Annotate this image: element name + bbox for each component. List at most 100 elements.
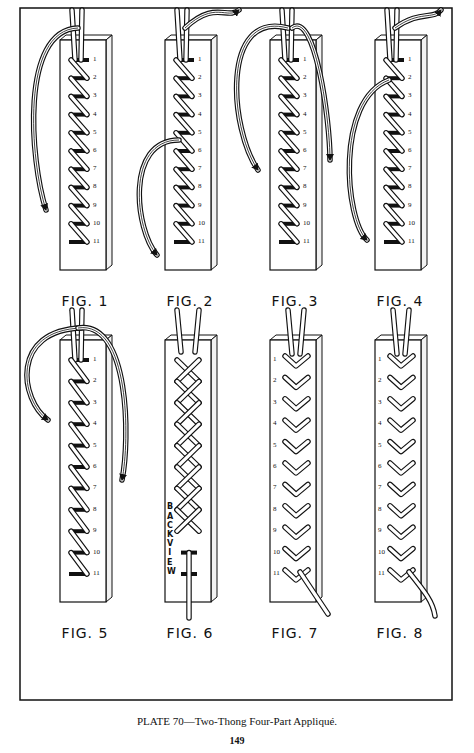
- callout-number: 8: [303, 183, 307, 190]
- thong-fill: [176, 78, 192, 96]
- thong-fill: [176, 151, 192, 169]
- thong-fill: [390, 463, 413, 473]
- thong-end-fill: [300, 572, 328, 614]
- thong-outline: [71, 424, 87, 445]
- thong-fill: [386, 133, 402, 151]
- thong-end-fill: [81, 10, 82, 60]
- thong-end: [186, 553, 192, 618]
- thong-outline: [285, 506, 308, 516]
- thong-end-fill: [195, 310, 199, 352]
- thong-fill: [390, 442, 413, 452]
- callout-number: 10: [93, 549, 100, 556]
- board-top: [270, 35, 322, 40]
- callout-number: 6: [93, 147, 97, 154]
- thong-end-fill: [187, 553, 190, 618]
- thong-outline: [281, 224, 297, 242]
- thong-loop-fill: [349, 80, 389, 240]
- thong-outline: [177, 424, 199, 445]
- thong-end-fill: [405, 310, 409, 354]
- board-side: [211, 35, 217, 270]
- thong-outline: [281, 133, 297, 151]
- callout-number: 1: [198, 56, 202, 63]
- callout-number: 10: [408, 220, 415, 227]
- thong-fill: [285, 399, 308, 409]
- thong-end: [282, 10, 285, 60]
- thong-fill: [285, 484, 308, 494]
- thong-end-fill: [300, 310, 304, 354]
- plate-frame: [20, 8, 452, 700]
- callout-number: 11: [273, 570, 280, 577]
- view-note: BACK VIEW: [167, 502, 173, 576]
- thong-fill: [71, 96, 87, 114]
- callout-number: 1: [303, 56, 307, 63]
- callout-number: 4: [198, 111, 202, 118]
- thong-outline: [177, 446, 199, 467]
- thong-outline: [71, 169, 87, 187]
- callout-number: 2: [198, 74, 202, 81]
- figure-label: FIG. 3: [260, 294, 330, 308]
- thong-fill: [177, 403, 199, 424]
- thong-fill: [71, 446, 87, 467]
- thong-loop-fill: [395, 10, 441, 28]
- thong-fill: [176, 169, 192, 187]
- callout-number: 1: [273, 356, 277, 363]
- thong-outline: [71, 151, 87, 169]
- thong-loop: [395, 10, 441, 28]
- callout-number: 5: [408, 129, 412, 136]
- board-side: [421, 35, 427, 270]
- callout-number: 6: [378, 463, 382, 470]
- thong-outline: [285, 484, 308, 494]
- callout-number: 5: [378, 442, 382, 449]
- page-number: 149: [0, 736, 474, 746]
- board-front: [60, 340, 106, 602]
- thong-outline: [386, 224, 402, 242]
- direction-arrow: [237, 26, 288, 170]
- thong-end-fill: [81, 310, 82, 360]
- thong-outline: [71, 488, 87, 509]
- thong-end: [409, 572, 435, 616]
- thong-outline: [177, 381, 199, 402]
- direction-arrow: [78, 328, 126, 480]
- thong-fill: [281, 115, 297, 133]
- thong-fill: [71, 115, 87, 133]
- thong-fill: [285, 377, 308, 387]
- callout-number: 5: [198, 129, 202, 136]
- callout-number: 4: [378, 420, 382, 427]
- direction-arrow: [395, 10, 441, 28]
- callout-number: 11: [408, 238, 415, 245]
- thong-outline: [281, 60, 297, 78]
- thong-end-fill: [396, 10, 397, 60]
- board-side: [421, 335, 427, 602]
- callout-number: 4: [93, 111, 97, 118]
- callout-number: 2: [378, 377, 382, 384]
- thong-outline: [177, 403, 199, 424]
- callout-number: 8: [198, 183, 202, 190]
- thong-fill: [71, 133, 87, 151]
- thong-end: [72, 310, 75, 360]
- callout-number: 8: [93, 183, 97, 190]
- thong-end: [291, 10, 292, 60]
- thong-fill: [281, 78, 297, 96]
- thong-outline: [281, 78, 297, 96]
- thong-outline: [177, 424, 199, 445]
- thong-end: [195, 310, 199, 352]
- thong-fill: [71, 60, 87, 78]
- callout-number: 7: [198, 165, 202, 172]
- thong-fill: [176, 60, 192, 78]
- thong-outline: [390, 506, 413, 516]
- thong-fill: [281, 169, 297, 187]
- thong-fill: [285, 549, 308, 559]
- thong-outline: [281, 206, 297, 224]
- thong-outline: [176, 224, 192, 242]
- thong-fill: [285, 356, 308, 366]
- thong-fill: [281, 133, 297, 151]
- thong-outline: [386, 96, 402, 114]
- thong-outline: [390, 399, 413, 409]
- thong-fill: [176, 115, 192, 133]
- thong-outline: [386, 151, 402, 169]
- thong-outline: [176, 169, 192, 187]
- thong-fill: [177, 381, 199, 402]
- figure-label: FIG. 8: [365, 626, 435, 640]
- thong-loop-fill: [237, 26, 288, 170]
